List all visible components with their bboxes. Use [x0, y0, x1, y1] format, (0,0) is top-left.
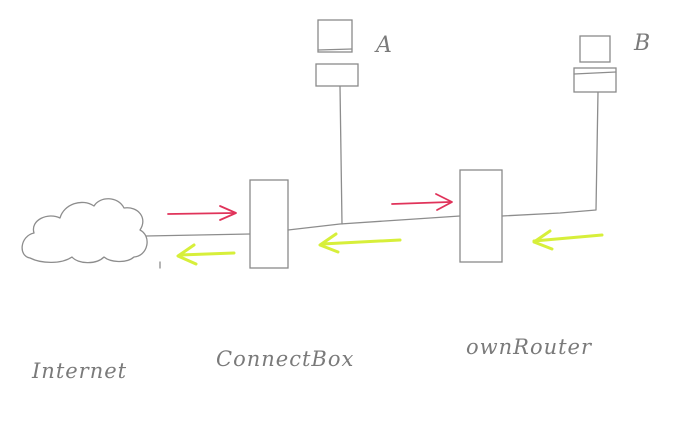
- computer-b-label: B: [633, 31, 651, 56]
- computer-a-label: A: [374, 33, 393, 58]
- internet-label: Internet: [31, 359, 127, 383]
- link-computer-b: [501, 91, 599, 217]
- link-internet-connectbox: [145, 233, 251, 237]
- incoming-arrow: [532, 229, 604, 251]
- outgoing-arrow: [391, 193, 453, 211]
- computer-icon: [315, 19, 359, 87]
- incoming-arrow: [318, 232, 402, 254]
- connect-box-device: [249, 179, 289, 269]
- own-router-device: [459, 169, 503, 263]
- outgoing-arrow: [167, 205, 237, 221]
- link-computer-a: [339, 85, 343, 225]
- cloud-icon: [21, 198, 148, 264]
- incoming-arrow: [176, 243, 236, 266]
- connect-box-label: ConnectBox: [216, 347, 354, 371]
- computer-icon: [573, 35, 617, 93]
- link-connectbox-router: [287, 215, 461, 231]
- own-router-label: ownRouter: [466, 335, 593, 359]
